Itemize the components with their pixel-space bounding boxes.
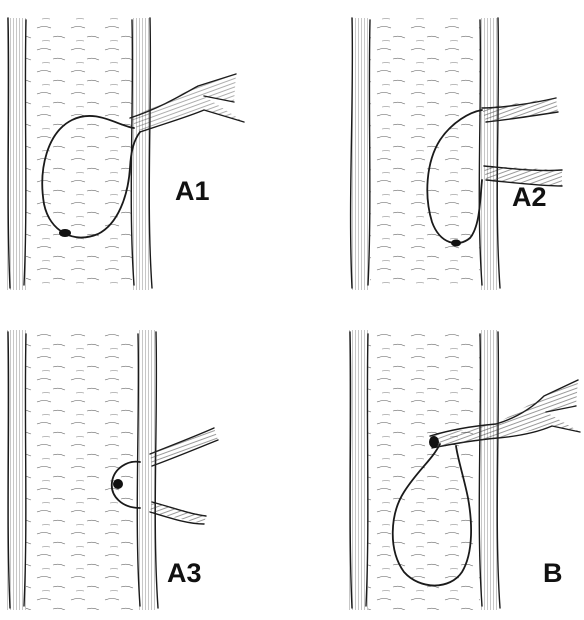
label-a1: A1 xyxy=(175,176,210,206)
panel-b: B xyxy=(348,330,580,610)
panel-a2: A2 xyxy=(350,18,562,290)
bowel-segment xyxy=(6,18,152,290)
panel-a1: A1 xyxy=(6,18,244,290)
bowel-segment xyxy=(350,18,500,290)
label-b: B xyxy=(543,558,563,588)
panel-a3: A3 xyxy=(6,330,218,610)
label-a3: A3 xyxy=(167,558,202,588)
bowel-segment xyxy=(6,330,158,610)
bowel-segment xyxy=(348,330,500,610)
bile-duct xyxy=(150,428,218,524)
label-a2: A2 xyxy=(512,182,547,212)
